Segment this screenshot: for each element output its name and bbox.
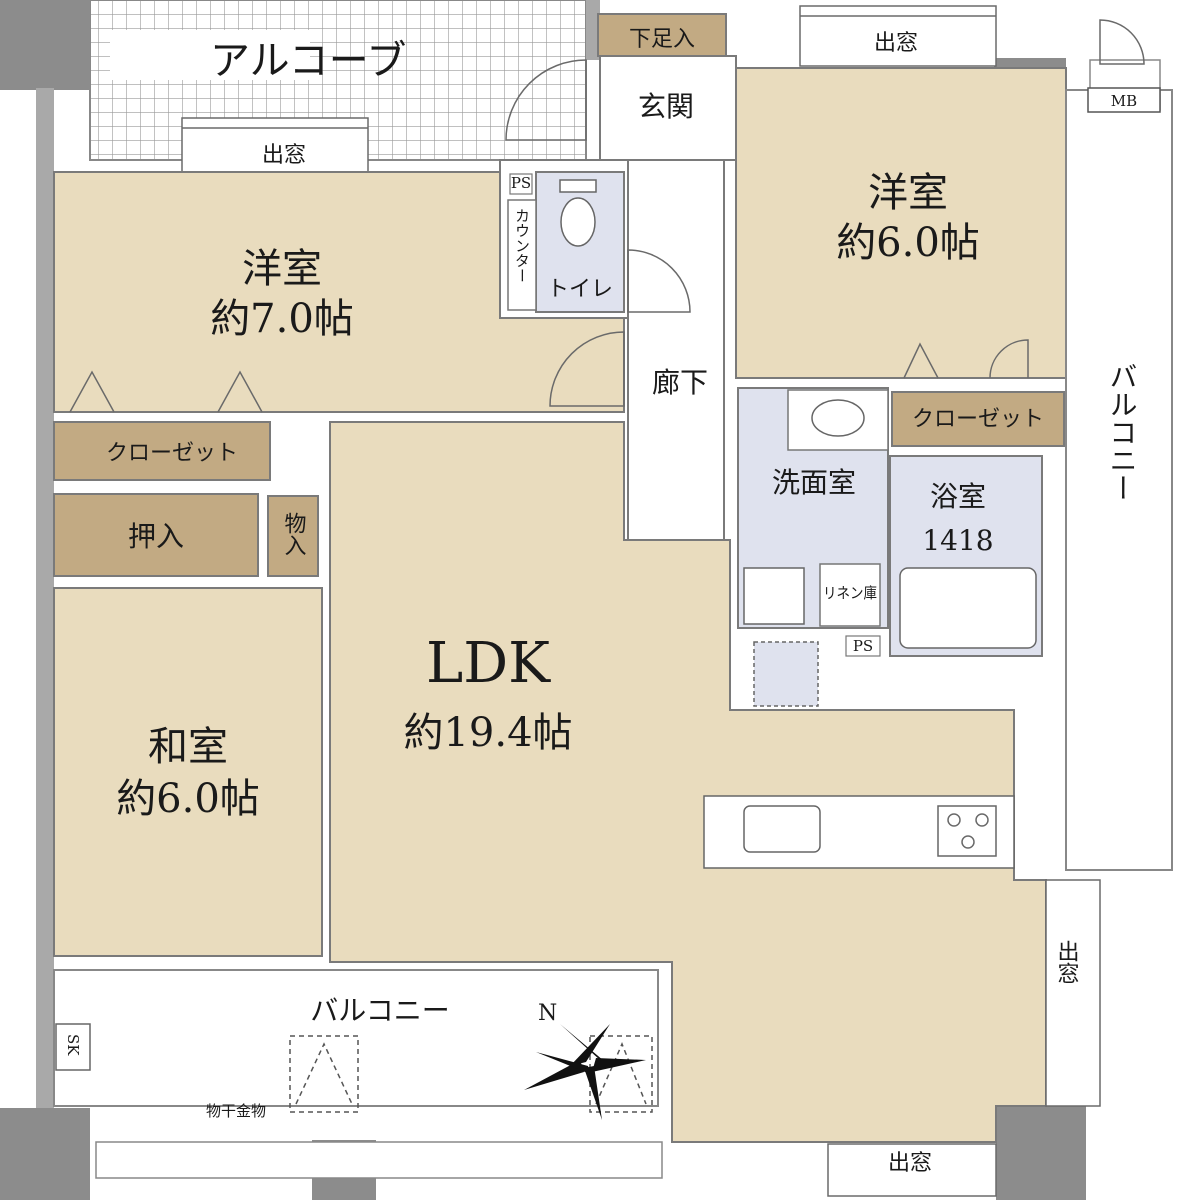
label-bay-window-bottom: 出窓 bbox=[888, 1151, 932, 1176]
balcony-south bbox=[53, 969, 659, 1107]
balcony-east bbox=[1065, 89, 1173, 871]
kitchen-sink-icon bbox=[743, 805, 821, 853]
entrance bbox=[599, 55, 737, 161]
washing-machine-pan bbox=[743, 567, 805, 625]
label-bathroom-size: 1418 bbox=[922, 524, 993, 557]
label-western-room-2: 洋室 bbox=[868, 170, 948, 216]
label-alcove: アルコーブ bbox=[210, 38, 406, 84]
label-laundry-hanger: 物干金物 bbox=[206, 1102, 266, 1120]
bathtub-icon bbox=[899, 567, 1037, 649]
wall-column bbox=[0, 0, 90, 90]
mb-box bbox=[1087, 87, 1161, 113]
label-entrance: 玄関 bbox=[638, 90, 694, 123]
label-bay-window-top-left: 出窓 bbox=[262, 143, 306, 168]
label-closet-1: クローゼット bbox=[106, 441, 238, 466]
label-bay-window-right: 出窓 bbox=[1054, 940, 1079, 984]
label-balcony-east: バルコニー bbox=[1106, 362, 1139, 502]
label-western-room-1-size: 約7.0帖 bbox=[210, 296, 354, 342]
bay-window-right bbox=[1045, 879, 1101, 1107]
storage bbox=[267, 495, 319, 577]
label-bay-window-top-right: 出窓 bbox=[874, 31, 918, 56]
wall-left bbox=[36, 88, 54, 1118]
label-hallway: 廊下 bbox=[652, 366, 708, 399]
compass-rose-icon bbox=[524, 1024, 646, 1120]
linen-storage bbox=[819, 563, 881, 627]
ps-box-toilet bbox=[509, 173, 533, 195]
toilet-icon bbox=[560, 197, 596, 247]
label-counter: カウンター bbox=[513, 208, 531, 283]
label-storage: 物入 bbox=[281, 512, 307, 556]
label-ldk: LDK bbox=[426, 631, 551, 696]
label-western-room-2-size: 約6.0帖 bbox=[836, 220, 980, 266]
label-mb: MB bbox=[1111, 92, 1137, 110]
counter bbox=[507, 199, 537, 311]
wall-column bbox=[0, 1108, 90, 1200]
wall-column bbox=[996, 1106, 1086, 1200]
sink-icon bbox=[811, 399, 865, 437]
label-closet-2: クローゼット bbox=[912, 407, 1044, 432]
sk-box bbox=[55, 1023, 91, 1071]
label-ldk-size: 約19.4帖 bbox=[403, 710, 572, 756]
label-balcony-south: バルコニー bbox=[310, 994, 449, 1027]
label-ps-wash: PS bbox=[853, 637, 873, 655]
label-washroom: 洗面室 bbox=[772, 466, 856, 499]
entrance-door bbox=[505, 59, 587, 141]
label-north: N bbox=[538, 1001, 557, 1026]
label-japanese-room-size: 約6.0帖 bbox=[116, 776, 260, 822]
shoe-storage bbox=[597, 13, 727, 57]
label-shoe-storage: 下足入 bbox=[629, 27, 695, 52]
label-bathroom: 浴室 bbox=[930, 480, 986, 513]
hallway bbox=[627, 159, 725, 541]
label-toilet: トイレ bbox=[547, 277, 613, 302]
label-sk: SK bbox=[64, 1034, 82, 1056]
label-japanese-room: 和室 bbox=[148, 724, 228, 770]
label-oshiire: 押入 bbox=[128, 520, 184, 553]
oshiire bbox=[53, 493, 259, 577]
bay-window-bottom bbox=[827, 1143, 997, 1197]
closet-2 bbox=[891, 391, 1065, 447]
western-room-2 bbox=[735, 67, 1067, 379]
label-western-room-1: 洋室 bbox=[242, 246, 322, 292]
closet-1 bbox=[53, 421, 271, 481]
label-ps-toilet: PS bbox=[511, 174, 531, 192]
japanese-room bbox=[53, 587, 323, 957]
ps-box-wash bbox=[845, 635, 881, 657]
label-linen: リネン庫 bbox=[823, 584, 877, 602]
